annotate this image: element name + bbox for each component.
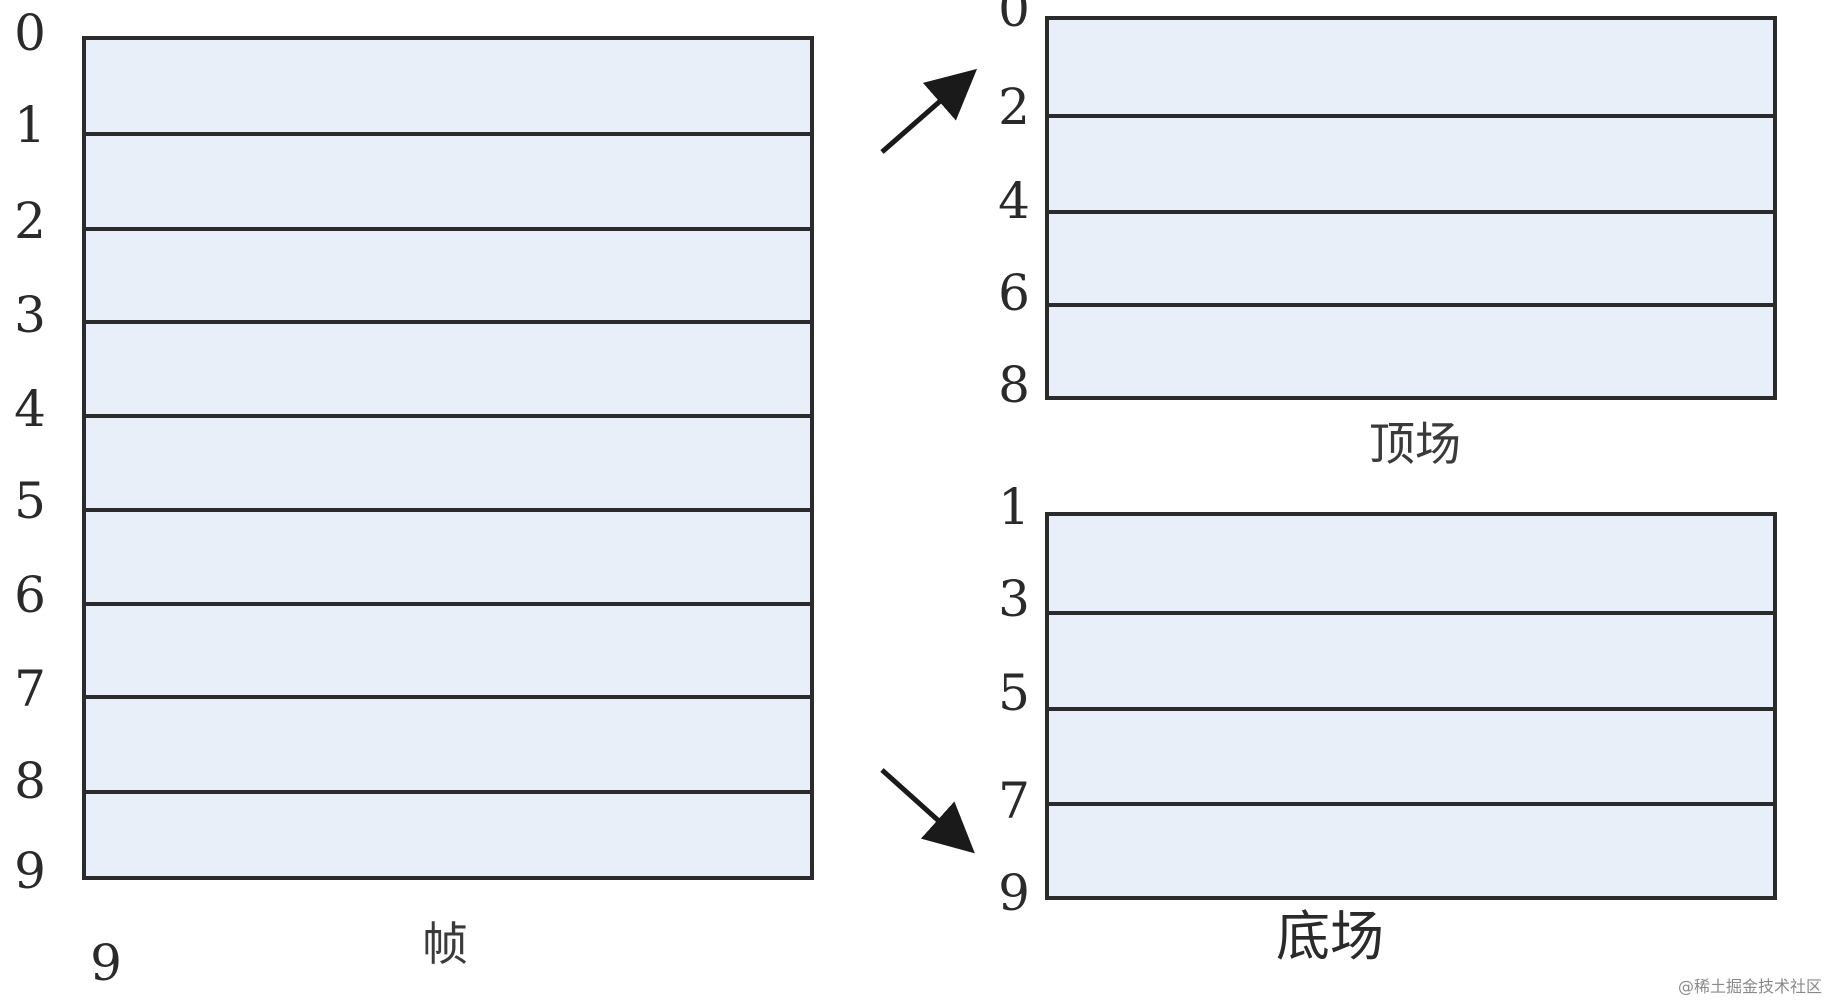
frame-line-label: 8 [14,752,46,810]
top-field-box [1045,16,1777,400]
bottom-field-row-4 [1049,802,1773,896]
bottom-field-line-label: 3 [998,570,1030,628]
frame-line-label: 5 [14,472,46,530]
frame-row-5 [86,414,810,508]
frame-row-4 [86,320,810,414]
frame-bottom-label: 9 [90,934,122,992]
top-field-row-3 [1049,210,1773,303]
top-field-line-label: 6 [998,264,1030,322]
frame-line-label: 0 [14,4,46,62]
frame-line-label: 1 [14,96,46,154]
frame-line-label: 4 [14,380,46,438]
top-field-line-label: 4 [998,172,1030,230]
frame-line-label: 3 [14,286,46,344]
top-field-row-2 [1049,114,1773,210]
top-field-caption: 顶场 [1369,417,1461,471]
frame-line-label: 2 [14,192,46,250]
watermark: @稀土掘金技术社区 [1677,977,1822,996]
frame-caption: 帧 [422,917,468,971]
top-field-line-label: 8 [998,356,1030,414]
arrow-to-bottom-field [880,768,975,854]
frame-row-8 [86,695,810,790]
bottom-field-line-label: 1 [998,478,1030,536]
frame-row-7 [86,602,810,695]
top-field-line-label: 0 [998,0,1030,38]
frame-box [82,36,814,880]
frame-line-label: 7 [14,660,46,718]
frame-row-6 [86,508,810,602]
bottom-field-line-label: 7 [998,772,1030,830]
bottom-field-box [1045,512,1777,900]
frame-line-label: 6 [14,566,46,624]
frame-row-3 [86,227,810,320]
bottom-field-line-label: 9 [998,864,1030,922]
top-field-line-label: 2 [998,78,1030,136]
top-field-row-4 [1049,303,1773,396]
frame-row-9 [86,790,810,880]
frame-line-label: 9 [14,842,46,900]
bottom-field-row-2 [1049,611,1773,707]
frame-row-2 [86,132,810,227]
bottom-field-row-3 [1049,707,1773,802]
bottom-field-caption: 底场 [1276,905,1384,968]
arrow-to-top-field [880,68,978,154]
bottom-field-line-label: 5 [998,664,1030,722]
